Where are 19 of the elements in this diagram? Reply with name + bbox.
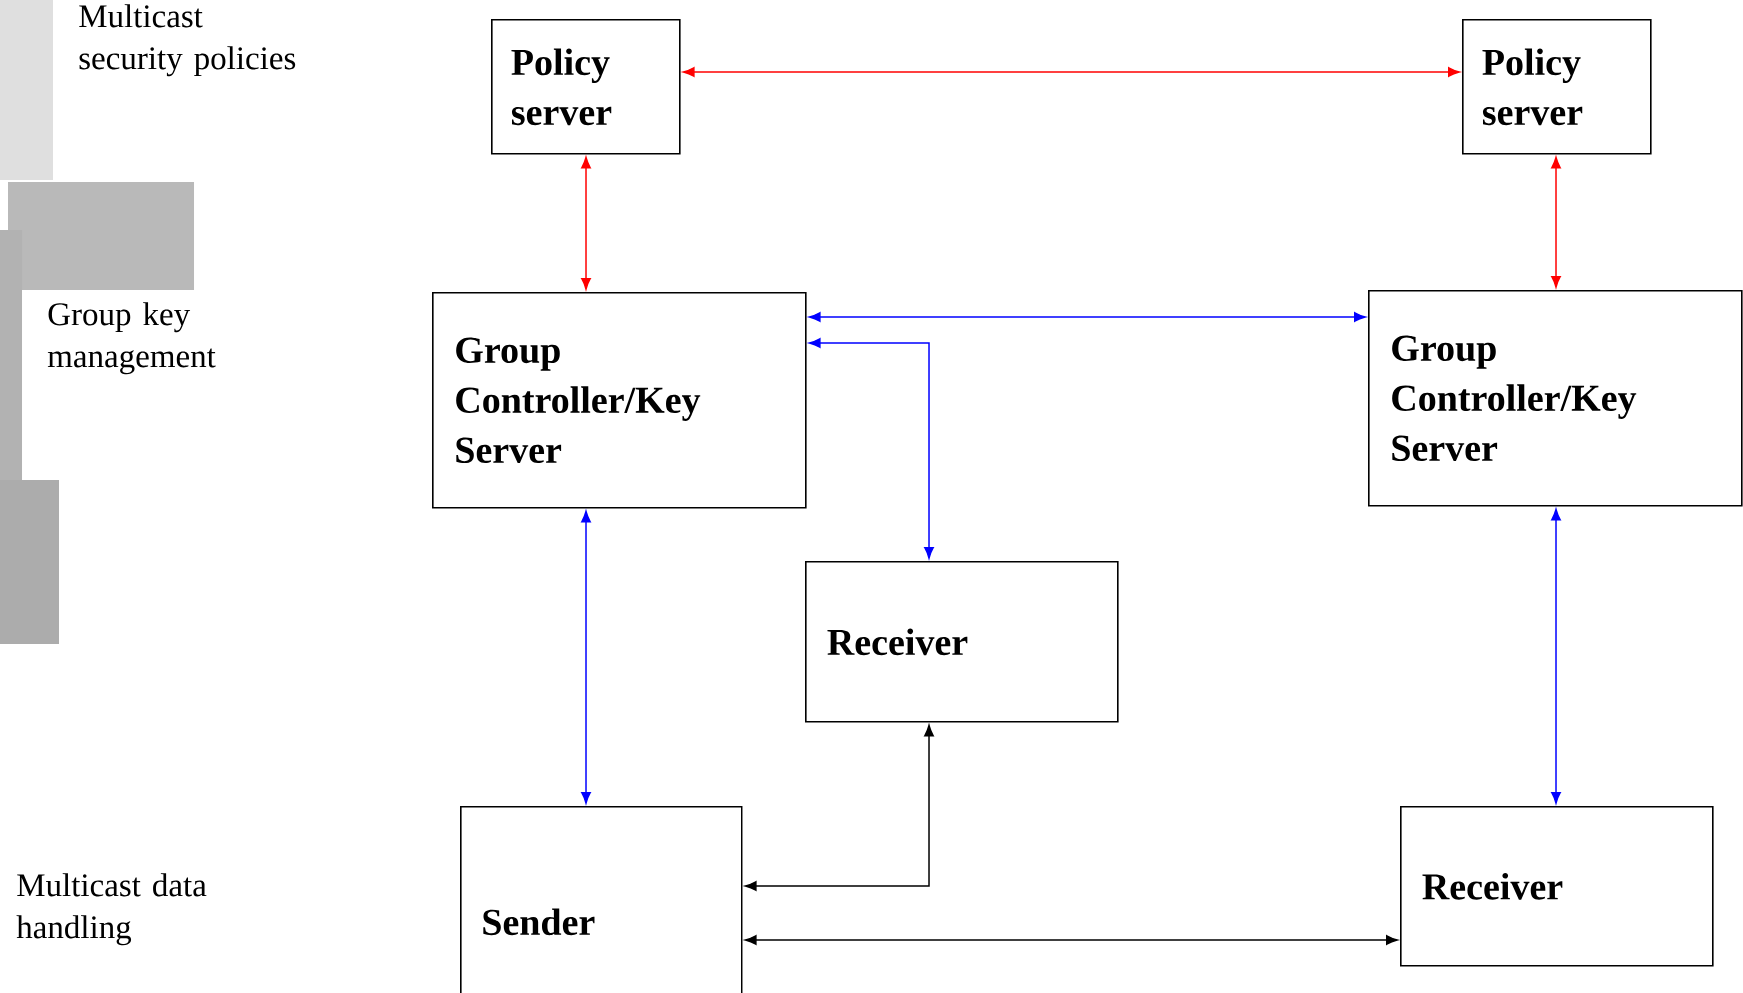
side-label: Multicast security policies: [79, 4, 296, 77]
arrow: [808, 312, 1366, 322]
box: Group Controller/Key Server: [1368, 290, 1743, 507]
box: Group Controller/Key Server: [432, 292, 807, 509]
arrow: [1551, 156, 1561, 288]
side-label: Multicast data handling: [16, 873, 207, 946]
arrow: [581, 156, 591, 290]
arrow: [744, 935, 1398, 945]
box: Receiver: [1400, 806, 1714, 967]
box: Receiver: [805, 561, 1119, 723]
box: Sender: [460, 806, 743, 993]
arrow: [581, 510, 591, 804]
arrow: [682, 67, 1460, 77]
side-label: Group key management: [47, 302, 216, 375]
box: Policy server: [1462, 19, 1652, 155]
box: Policy server: [491, 19, 681, 155]
arrow: [744, 724, 934, 891]
arrow: [808, 338, 934, 559]
arrow: [1551, 508, 1561, 804]
